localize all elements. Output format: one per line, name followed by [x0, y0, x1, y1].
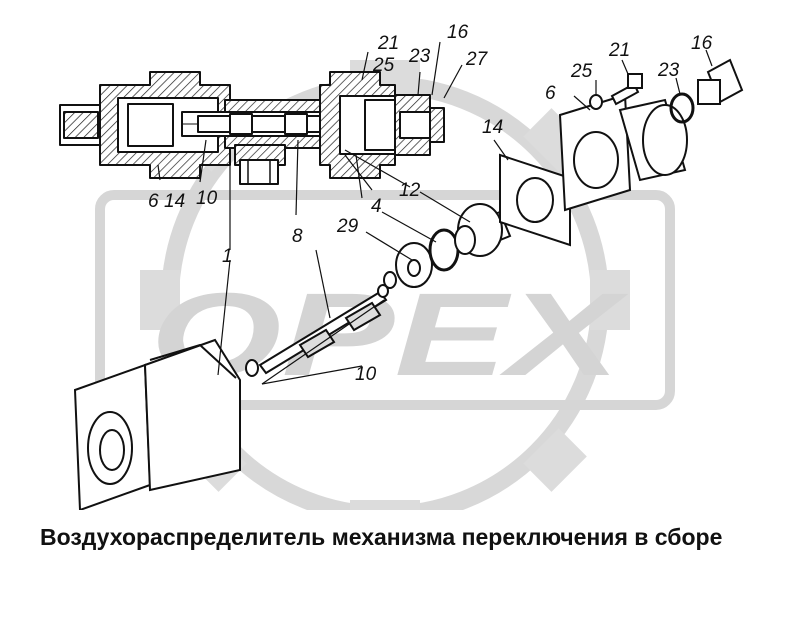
callout-16-top: 16 — [447, 22, 469, 43]
callout-16-right: 16 — [691, 33, 713, 54]
bolt-21 — [610, 73, 643, 106]
callout-27: 27 — [465, 49, 489, 70]
end-cover-6 — [558, 93, 688, 212]
callout-21-right: 21 — [608, 40, 630, 61]
leader-lines — [157, 41, 713, 385]
exploded-assembly-diagram: OPEX — [59, 22, 744, 510]
callout-23-top: 23 — [408, 46, 431, 67]
housing-1 — [73, 338, 241, 510]
o-ring-4 — [428, 228, 460, 272]
callout-6-right: 6 — [545, 83, 556, 104]
callout-25-top: 25 — [372, 55, 395, 76]
spool-part — [245, 271, 397, 377]
valve-body-section — [59, 71, 445, 185]
plug-16 — [697, 58, 744, 105]
watermark-band — [95, 190, 675, 410]
callouts: 21 16 25 23 27 6 14 10 8 4 12 29 1 10 14… — [148, 22, 713, 385]
diagram-caption: Воздухораспределитель механизма переключ… — [40, 524, 723, 550]
piston-12 — [454, 203, 512, 257]
callout-10-bottom: 10 — [355, 364, 377, 385]
callout-14-left: 14 — [164, 191, 185, 212]
callout-21-top: 21 — [377, 33, 399, 54]
washer-23 — [669, 92, 695, 124]
callout-4: 4 — [371, 196, 382, 217]
callout-6-left: 6 — [148, 191, 159, 212]
callout-1: 1 — [222, 246, 233, 267]
callout-23-right: 23 — [657, 60, 680, 81]
callout-25-right: 25 — [570, 61, 593, 82]
callout-14-right: 14 — [482, 117, 503, 138]
gasket-14 — [499, 153, 571, 247]
seal-ring-29 — [395, 242, 433, 288]
callout-8: 8 — [292, 226, 303, 247]
callout-12: 12 — [399, 180, 421, 201]
washer-25 — [589, 94, 603, 110]
callout-29: 29 — [336, 216, 359, 237]
callout-10-left: 10 — [196, 188, 218, 209]
